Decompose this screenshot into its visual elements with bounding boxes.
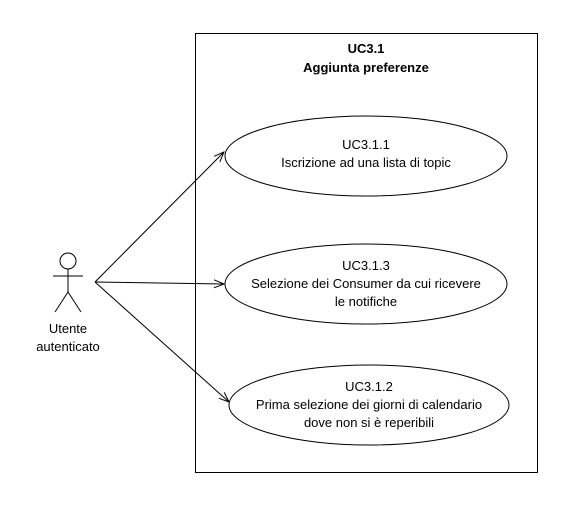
association-uc3-1-3 [94,282,224,284]
system-boundary-box [195,33,538,473]
association-uc3-1-2 [94,281,229,402]
use-case-uc3-1-2: UC3.1.2 Prima selezione dei giorni di ca… [228,364,510,446]
use-case-id: UC3.1.2 [345,379,393,394]
use-case-uc3-1-3: UC3.1.3 Selezione dei Consumer da cui ri… [224,243,508,325]
actor-label-line2: autenticato [36,339,100,354]
associations [94,152,229,402]
use-case-line2: le notifiche [335,294,397,309]
use-case-uc3-1-1: UC3.1.1 Iscrizione ad una lista di topic [224,115,508,197]
use-case-line1: Iscrizione ad una lista di topic [281,155,451,170]
actor-label-line1: Utente [49,321,87,336]
use-case-id: UC3.1.1 [342,137,390,152]
system-id: UC3.1 [348,41,385,56]
association-uc3-1-1 [94,152,224,283]
use-case-id: UC3.1.3 [342,258,390,273]
use-case-ellipse [224,243,508,325]
use-case-line1: Selezione dei Consumer da cui ricevere [251,276,481,291]
actor-stick-figure-icon [53,252,83,313]
use-case-ellipse [228,364,510,446]
actor-utente-autenticato: Utente autenticato [36,252,100,354]
use-case-line1: Prima selezione dei giorni di calendario [256,397,482,412]
use-case-ellipse [224,115,508,197]
system-boundary: UC3.1 Aggiunta preferenze [195,33,538,473]
use-case-line2: dove non si è reperibili [304,415,434,430]
system-title: Aggiunta preferenze [303,60,429,75]
